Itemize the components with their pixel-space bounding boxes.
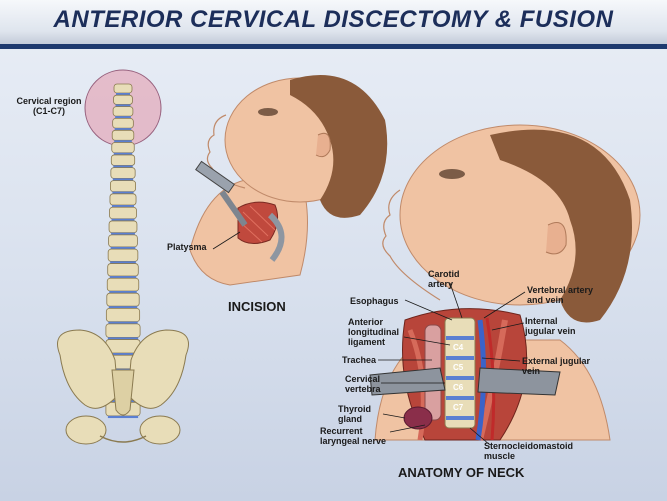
external-jugular-label: External jugular vein (522, 356, 590, 376)
platysma-label: Platysma (167, 242, 207, 252)
intervertebral-disc (115, 104, 131, 107)
anterior-ligament-label-line3: ligament (348, 337, 386, 347)
vertebra (111, 129, 135, 141)
vertebral-artery-label-line1: Vertebral artery (527, 285, 594, 295)
cervical-region-label: Cervical region (C1-C7) (12, 96, 86, 116)
intervertebral-disc (115, 116, 131, 119)
esophagus-label: Esophagus (350, 296, 399, 306)
intervertebral-disc (109, 291, 137, 294)
intervertebral-disc (114, 128, 132, 131)
internal-jugular-label-line1: Internal (525, 316, 558, 326)
intervertebral-disc (116, 93, 130, 96)
vertebra (111, 142, 135, 154)
intervertebral-disc (114, 140, 132, 143)
carotid-artery-label: Carotid artery (428, 269, 460, 289)
vertebra (105, 323, 141, 338)
thyroid-gland-label: Thyroid gland (338, 404, 371, 424)
neck-pointer-lines (378, 282, 526, 446)
vertebra (109, 206, 137, 220)
neck-discs (446, 336, 474, 420)
neck-disc (446, 336, 474, 340)
anterior-ligament-label: Anterior longitudinal ligament (348, 317, 399, 347)
neck-anatomy (369, 124, 641, 446)
spine-illustration (57, 69, 189, 445)
page-title: ANTERIOR CERVICAL DISCECTOMY & FUSION (53, 6, 614, 33)
intervertebral-disc (113, 152, 133, 155)
pelvis (57, 329, 189, 445)
carotid-artery-label-line2: artery (428, 279, 454, 289)
intervertebral-disc (108, 306, 138, 309)
vertebra-tag-c4: C4 (453, 343, 464, 352)
anterior-ligament-label-line1: Anterior (348, 317, 384, 327)
cervical-region-label-line1: Cervical region (16, 96, 82, 106)
internal-jugular-label-line2: jugular vein (525, 326, 576, 336)
intervertebral-disc (112, 178, 134, 181)
intervertebral-disc (110, 246, 136, 250)
vertebra (110, 154, 136, 166)
intervertebral-disc (107, 337, 139, 340)
vertebra-tag-c6: C6 (453, 383, 464, 392)
vertebra (112, 117, 134, 129)
vertebra (110, 180, 137, 193)
incision-panel-title: INCISION (228, 299, 286, 314)
intervertebral-disc (107, 353, 139, 356)
neck-disc (446, 376, 474, 380)
illustration (57, 69, 641, 446)
external-jugular-label-line2: vein (522, 366, 541, 376)
intervertebral-disc (109, 276, 137, 279)
cervical-vertebra-label-line2: vertebra (345, 384, 381, 394)
vertebral-artery-label: Vertebral artery and vein (527, 285, 593, 305)
vertebra (110, 167, 136, 179)
cervical-vertebra-label: Cervical vertebra (345, 374, 381, 394)
incision-head (189, 75, 388, 286)
vertebra-tag-c7: C7 (453, 403, 464, 412)
external-jugular-label-line1: External jugular (522, 356, 591, 366)
vertebra (113, 83, 133, 94)
vertebral-artery-label-line2: and vein (527, 295, 564, 305)
vertebra (107, 248, 139, 262)
neck-disc (446, 396, 474, 400)
vertebra (108, 234, 138, 248)
neck-disc (446, 416, 474, 420)
sternocleidomastoid-label-line1: Sternocleidomastoid (484, 441, 574, 451)
vertebra (113, 94, 133, 105)
intervertebral-disc (107, 415, 139, 419)
vertebra-tag-c5: C5 (453, 363, 464, 372)
intervertebral-disc (111, 218, 135, 221)
vertebra (105, 307, 141, 323)
trachea-label: Trachea (342, 355, 377, 365)
vertebra (109, 193, 137, 206)
anterior-ligament-label-line2: longitudinal (348, 327, 399, 337)
cervical-vertebra-label-line1: Cervical (345, 374, 381, 384)
recurrent-laryngeal-label: Recurrent laryngeal nerve (320, 426, 386, 446)
vertebra (108, 220, 138, 234)
cervical-region-label-line2: (C1-C7) (32, 106, 65, 116)
thyroid-gland-label-line1: Thyroid (338, 404, 371, 414)
recurrent-laryngeal-label-line2: laryngeal nerve (320, 436, 387, 446)
vertebra (107, 263, 139, 277)
sternocleidomastoid-label: Sternocleidomastoid muscle (484, 441, 573, 461)
intervertebral-disc (113, 165, 133, 168)
thyroid-gland-label-line2: gland (338, 414, 362, 424)
vertebra (112, 106, 134, 117)
carotid-artery-label-line1: Carotid (428, 269, 460, 279)
intervertebral-disc (110, 261, 136, 264)
intervertebral-disc (108, 321, 138, 324)
vertebra (106, 292, 140, 307)
intervertebral-disc (112, 191, 134, 194)
vertebra (106, 277, 140, 292)
neck-disc (446, 356, 474, 360)
title-stripe (0, 44, 667, 49)
intervertebral-disc (111, 205, 135, 208)
sternocleidomastoid-label-line2: muscle (484, 451, 516, 461)
intervertebral-disc (111, 232, 135, 235)
internal-jugular-label: Internal jugular vein (525, 316, 576, 336)
neck-panel-title: ANATOMY OF NECK (398, 465, 525, 480)
recurrent-laryngeal-label-line1: Recurrent (320, 426, 363, 436)
